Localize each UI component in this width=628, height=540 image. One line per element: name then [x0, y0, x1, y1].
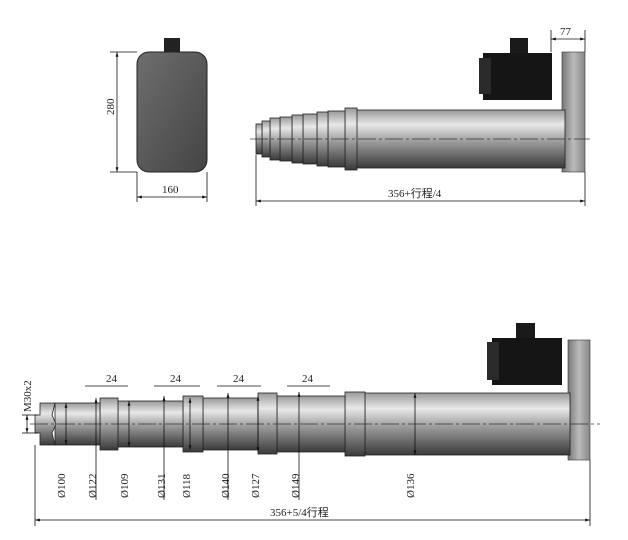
ring-width-label: 24	[106, 373, 118, 385]
servo-motor	[492, 338, 562, 385]
control-box	[136, 51, 208, 173]
width-dimension-label: 160	[162, 184, 179, 196]
diameter-label: Ø131	[156, 474, 168, 498]
height-dimension-label: 280	[105, 98, 117, 115]
servo-motor	[483, 53, 552, 100]
diameter-label: Ø100	[56, 473, 68, 498]
stage-ring	[257, 392, 278, 455]
diameter-label: Ø140	[220, 473, 232, 498]
actuator-retracted-view: 77 356+行程/4	[250, 26, 590, 206]
overall-dimension-label: 356+5/4行程	[270, 506, 329, 519]
overall-dimension-label: 356+行程/4	[388, 187, 442, 200]
box-connector	[164, 38, 180, 53]
diameter-label: Ø136	[405, 473, 417, 498]
diameter-label: Ø127	[250, 473, 262, 498]
ring-width-label: 24	[233, 373, 245, 385]
end-flange	[567, 339, 591, 461]
ring-width-dimension: 24 24 24 24	[85, 373, 330, 387]
control-box-view: 280 160	[105, 38, 208, 202]
flange-dimension-label: 77	[560, 26, 572, 38]
diameter-label: Ø149	[290, 473, 302, 498]
diameter-dimensions: Ø100 Ø122 Ø109 Ø131 Ø118 Ø140 Ø127 Ø149 …	[56, 392, 417, 500]
motor-connector	[516, 323, 535, 340]
ring-width-label: 24	[302, 373, 314, 385]
end-flange	[561, 51, 586, 173]
thread-label: M30x2	[22, 380, 34, 412]
diameter-label: Ø122	[87, 474, 99, 498]
diameter-label: Ø118	[181, 473, 193, 498]
ring-width-label: 24	[170, 373, 182, 385]
motor-connector	[510, 38, 528, 55]
actuator-extended-view: M30x2 24 24 24 24 Ø100 Ø122 Ø109 Ø131 Ø1…	[22, 323, 600, 526]
diameter-label: Ø109	[119, 473, 131, 498]
